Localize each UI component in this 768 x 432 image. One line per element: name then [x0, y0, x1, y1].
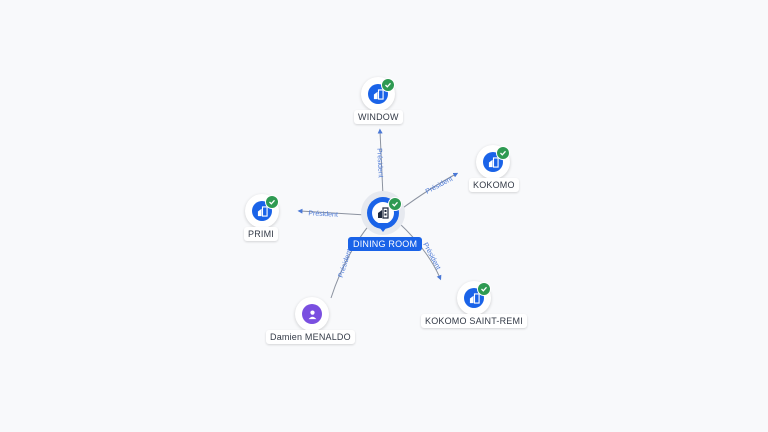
- edge-label-primi: Président: [308, 210, 338, 219]
- verified-check-icon: [496, 146, 510, 160]
- edge-kokomo[interactable]: Président: [399, 172, 459, 211]
- verified-check-icon: [265, 195, 279, 209]
- node-label[interactable]: KOKOMO SAINT-REMI: [421, 314, 527, 328]
- node-label[interactable]: Damien MENALDO: [266, 330, 355, 344]
- edge-label-damien-menaldo: Président: [338, 248, 354, 278]
- person-icon: [302, 304, 322, 324]
- edge-window[interactable]: Président: [375, 128, 384, 197]
- edge-damien-menaldo[interactable]: Président: [330, 223, 371, 299]
- node-label[interactable]: WINDOW: [354, 110, 403, 124]
- edge-label-kokomo: Président: [425, 176, 454, 196]
- center-node-label[interactable]: DINING ROOM: [348, 237, 423, 251]
- node-label[interactable]: PRIMI: [244, 227, 279, 241]
- node-label[interactable]: KOKOMO: [469, 178, 519, 192]
- edge-primi[interactable]: Président: [297, 208, 367, 219]
- verified-check-icon: [388, 197, 402, 211]
- edge-label-window: Président: [375, 148, 384, 178]
- verified-check-icon: [381, 78, 395, 92]
- center-pin[interactable]: [367, 197, 399, 232]
- node-damien-menaldo-circle[interactable]: [295, 297, 329, 331]
- verified-check-icon: [477, 282, 491, 296]
- edge-label-kokomo-saint-remi: Président: [421, 242, 441, 271]
